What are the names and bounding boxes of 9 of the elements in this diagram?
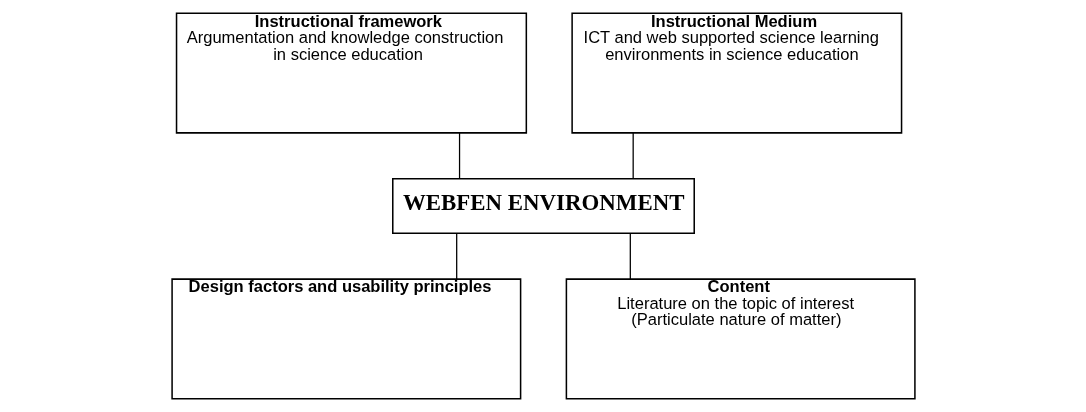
node-box: Design factors and usability principles: [170, 278, 521, 400]
connector: [629, 232, 631, 280]
node-box: Instructional Medium ICT and web supported science learning environments in science education: [570, 12, 902, 134]
connector: [455, 232, 457, 280]
node-box: WEBFEN ENVIRONMENT: [391, 177, 695, 235]
connector: [458, 132, 460, 179]
connector: [632, 132, 634, 179]
node-box: Instructional framework Argumentation and knowledge construction in science education: [175, 12, 527, 134]
node-box: Content Literature on the topic of interest (Particulate nature of matter): [565, 278, 916, 400]
